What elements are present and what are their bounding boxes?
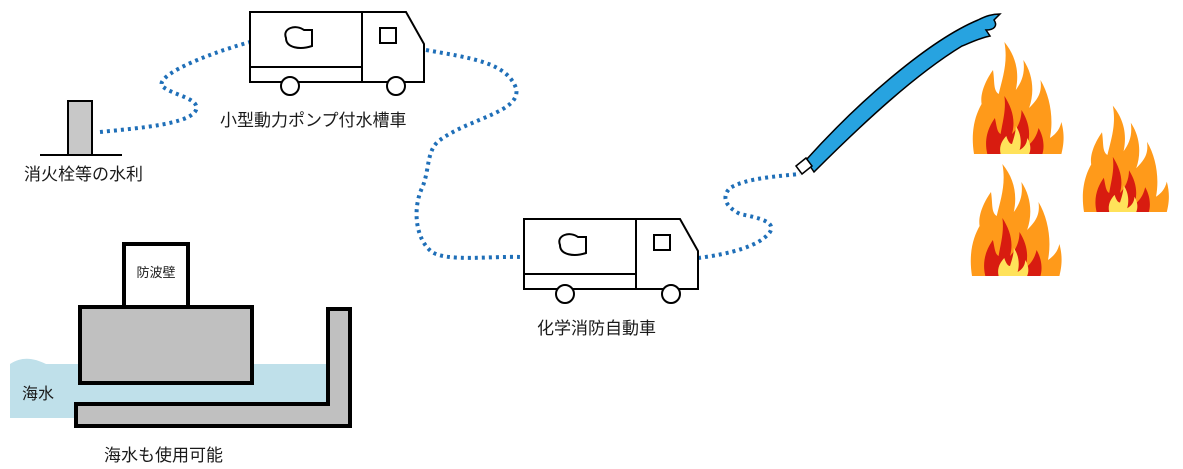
hoses — [99, 40, 801, 260]
hydrant-water-source-label: 消火栓等の水利 — [24, 165, 143, 185]
nozzle-icon — [794, 156, 814, 176]
small-pump-tank-truck-label: 小型動力ポンプ付水槽車 — [220, 111, 407, 131]
seawater-label: 海水 — [22, 384, 54, 403]
breakwater-label: 防波壁 — [136, 265, 175, 281]
fire-hydrant-icon — [40, 100, 122, 156]
hose-pump-truck-to-chemical-truck — [414, 48, 521, 260]
seawater-usable-label: 海水も使用可能 — [104, 445, 223, 466]
hose-chemical-truck-to-nozzle — [697, 172, 801, 260]
flame-icon — [972, 42, 1064, 154]
flame-icon-right — [1082, 105, 1169, 212]
breakwater-block — [78, 305, 254, 385]
chemical-fire-truck-label: 化学消防自動車 — [537, 319, 656, 339]
breakwater-base-l-shape — [74, 307, 352, 428]
water-jet — [805, 13, 1002, 174]
flame-icon-lower — [970, 164, 1062, 276]
seawater-area: 防波壁 海水 海水も使用可能 — [10, 242, 352, 466]
fire-truck-icon — [523, 218, 699, 304]
breakwater-label-box — [122, 242, 190, 309]
pump-truck-icon — [249, 11, 425, 96]
hose-hydrant-to-pump-truck — [99, 40, 251, 134]
